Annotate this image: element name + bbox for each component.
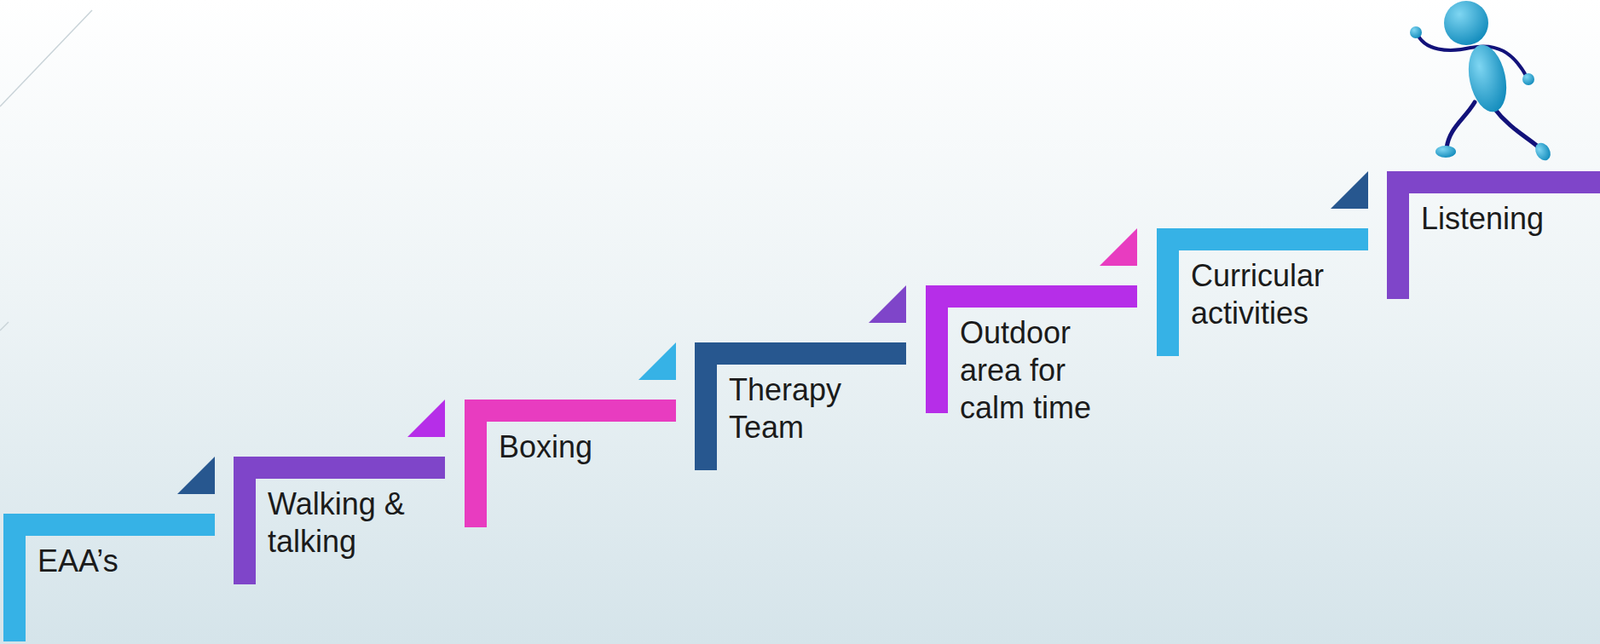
decor-line — [0, 322, 9, 331]
step-triangle — [407, 399, 445, 438]
step-bracket — [1156, 228, 1369, 357]
step-label: Walking & talking — [267, 485, 439, 561]
step-triangle — [638, 342, 676, 381]
step-triangle — [868, 285, 907, 324]
step-label: Therapy Team — [728, 371, 900, 447]
step-bracket — [464, 399, 676, 528]
climbing-figure — [1409, 0, 1554, 164]
step-label: Boxing — [498, 428, 670, 467]
step-node: Walking & talking — [233, 456, 445, 585]
step-node: Listening — [1386, 171, 1600, 300]
step-label: Listening — [1420, 200, 1592, 238]
decor-line — [0, 10, 93, 107]
step-bracket — [1386, 171, 1600, 300]
step-triangles — [177, 171, 1369, 495]
step-triangle — [1099, 228, 1138, 266]
step-label: EAA’s — [37, 542, 208, 581]
step-bracket — [233, 456, 445, 585]
step-node: Therapy Team — [694, 342, 907, 471]
step-label: Outdoor area for calm time — [959, 314, 1131, 428]
step-node: Curricular activities — [1156, 228, 1369, 357]
step-node: Boxing — [464, 399, 676, 528]
step-triangle — [177, 456, 215, 495]
step-node: Outdoor area for calm time — [925, 285, 1138, 433]
step-bracket — [3, 514, 215, 642]
step-label: Curricular activities — [1190, 257, 1362, 333]
step-node: EAA’s — [3, 514, 215, 642]
step-bracket — [694, 342, 907, 471]
step-triangle — [1330, 171, 1369, 209]
